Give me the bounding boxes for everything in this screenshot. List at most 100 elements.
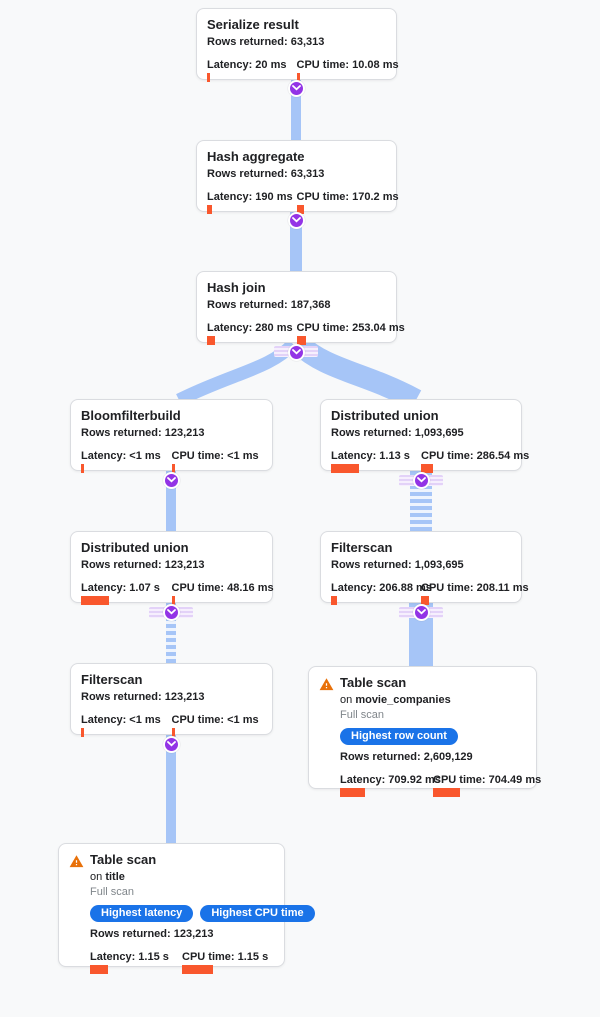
node-title: Table scan (90, 852, 157, 867)
latency-metric: Latency: 190 ms (207, 191, 297, 214)
cpu-label: CPU time: 10.08 ms (296, 59, 399, 71)
node-hash-join[interactable]: Hash join Rows returned: 187,368 Latency… (196, 271, 405, 345)
node-filterscan-right[interactable]: Filterscan Rows returned: 1,093,695 Late… (320, 531, 529, 605)
cpu-metric: CPU time: 10.08 ms (296, 59, 399, 82)
latency-metric: Latency: 1.07 s (81, 582, 172, 605)
node-distributed-union-left[interactable]: Distributed union Rows returned: 123,213… (70, 531, 274, 605)
latency-bar (207, 205, 212, 214)
cpu-metric: CPU time: 286.54 ms (421, 450, 530, 473)
connector-filterscan-left[interactable] (162, 735, 180, 753)
edge-distributed-union-to-filterscan-left (166, 603, 176, 664)
node-title: Distributed union (331, 408, 439, 423)
scan-target-prefix: on (90, 871, 103, 883)
rows-returned: Rows returned: 187,368 (207, 299, 331, 311)
node-distributed-union-right[interactable]: Distributed union Rows returned: 1,093,6… (320, 399, 530, 473)
cpu-metric: CPU time: <1 ms (171, 714, 263, 737)
chevron-down-icon (291, 85, 301, 91)
cpu-metric: CPU time: <1 ms (171, 450, 263, 473)
node-title: Table scan (340, 675, 407, 690)
node-title: Distributed union (81, 540, 189, 555)
chevron-down-icon (166, 477, 176, 483)
cpu-metric: CPU time: 170.2 ms (296, 191, 399, 214)
cpu-label: CPU time: 286.54 ms (421, 450, 530, 462)
latency-bar (81, 596, 109, 605)
node-title: Filterscan (331, 540, 393, 555)
connector-hash-join[interactable] (287, 343, 305, 361)
connector-distributed-union-right[interactable] (412, 471, 430, 489)
cpu-label: CPU time: 208.11 ms (421, 582, 529, 594)
cpu-bar (171, 464, 175, 473)
cpu-bar (421, 464, 433, 473)
cpu-label: CPU time: <1 ms (171, 450, 259, 462)
rows-returned: Rows returned: 123,213 (81, 427, 205, 439)
chevron-down-icon (416, 609, 426, 615)
latency-bar (207, 336, 215, 345)
metrics-row: Latency: <1 ms CPU time: <1 ms (81, 450, 262, 473)
edge-bloomfilterbuild-to-distributed-union (166, 471, 176, 532)
scan-type: Full scan (90, 886, 135, 898)
connector-distributed-union-left[interactable] (162, 603, 180, 621)
latency-label: Latency: 190 ms (207, 191, 293, 203)
cpu-bar (421, 596, 429, 605)
cpu-label: CPU time: 253.04 ms (296, 322, 405, 334)
rows-returned: Rows returned: 123,213 (81, 559, 205, 571)
cpu-metric: CPU time: 253.04 ms (296, 322, 405, 345)
cpu-metric: CPU time: 1.15 s (182, 951, 274, 974)
latency-bar (331, 596, 337, 605)
cpu-label: CPU time: 1.15 s (182, 951, 269, 963)
latency-metric: Latency: <1 ms (81, 714, 172, 737)
latency-metric: Latency: <1 ms (81, 450, 172, 473)
rows-returned: Rows returned: 2,609,129 (340, 751, 473, 763)
badges-row: Highest row count (340, 728, 526, 745)
cpu-label: CPU time: 170.2 ms (296, 191, 399, 203)
cpu-label: CPU time: <1 ms (171, 714, 259, 726)
node-filterscan-left[interactable]: Filterscan Rows returned: 123,213 Latenc… (70, 663, 273, 737)
chevron-down-icon (291, 217, 301, 223)
warning-icon (69, 855, 84, 868)
highest-latency-badge: Highest latency (90, 905, 194, 922)
latency-bar (81, 728, 84, 737)
latency-label: Latency: 709.92 ms (340, 774, 441, 786)
latency-metric: Latency: 1.13 s (331, 450, 421, 473)
node-hash-aggregate[interactable]: Hash aggregate Rows returned: 63,313 Lat… (196, 140, 399, 214)
latency-bar (90, 965, 108, 974)
cpu-label: CPU time: 48.16 ms (171, 582, 274, 594)
cpu-bar (433, 788, 460, 797)
connector-bloomfilterbuild[interactable] (162, 471, 180, 489)
metrics-row: Latency: 709.92 ms CPU time: 704.49 ms (340, 774, 542, 797)
latency-label: Latency: <1 ms (81, 450, 161, 462)
latency-label: Latency: 206.88 ms (331, 582, 432, 594)
cpu-bar (182, 965, 213, 974)
cpu-label: CPU time: 704.49 ms (433, 774, 542, 786)
cpu-metric: CPU time: 704.49 ms (433, 774, 542, 797)
latency-bar (207, 73, 210, 82)
node-title: Serialize result (207, 17, 299, 32)
scan-table-name: title (105, 871, 125, 883)
connector-hash-aggregate[interactable] (287, 211, 305, 229)
cpu-bar (296, 73, 300, 82)
node-title: Filterscan (81, 672, 143, 687)
latency-bar (331, 464, 359, 473)
node-table-scan-movie-companies[interactable]: Table scan on movie_companies Full scan … (308, 666, 541, 797)
latency-label: Latency: 1.13 s (331, 450, 410, 462)
node-table-scan-title[interactable]: Table scan on title Full scan Highest la… (58, 843, 315, 974)
connector-serialize-result[interactable] (287, 79, 305, 97)
node-bloomfilterbuild[interactable]: Bloomfilterbuild Rows returned: 123,213 … (70, 399, 273, 473)
cpu-bar (171, 728, 175, 737)
latency-metric: Latency: 1.15 s (90, 951, 182, 974)
metrics-row: Latency: 206.88 ms CPU time: 208.11 ms (331, 582, 529, 605)
chevron-down-icon (416, 477, 426, 483)
rows-returned: Rows returned: 1,093,695 (331, 559, 464, 571)
latency-label: Latency: 280 ms (207, 322, 293, 334)
rows-returned: Rows returned: 63,313 (207, 168, 325, 180)
connector-filterscan-right[interactable] (412, 603, 430, 621)
latency-label: Latency: 20 ms (207, 59, 287, 71)
highest-row-count-badge: Highest row count (340, 728, 458, 745)
scan-type: Full scan (340, 709, 385, 721)
metrics-row: Latency: 1.13 s CPU time: 286.54 ms (331, 450, 530, 473)
highest-cpu-time-badge: Highest CPU time (200, 905, 315, 922)
edge-filterscan-to-tablescan-left (166, 735, 176, 844)
node-serialize-result[interactable]: Serialize result Rows returned: 63,313 L… (196, 8, 399, 82)
metrics-row: Latency: 190 ms CPU time: 170.2 ms (207, 191, 399, 214)
